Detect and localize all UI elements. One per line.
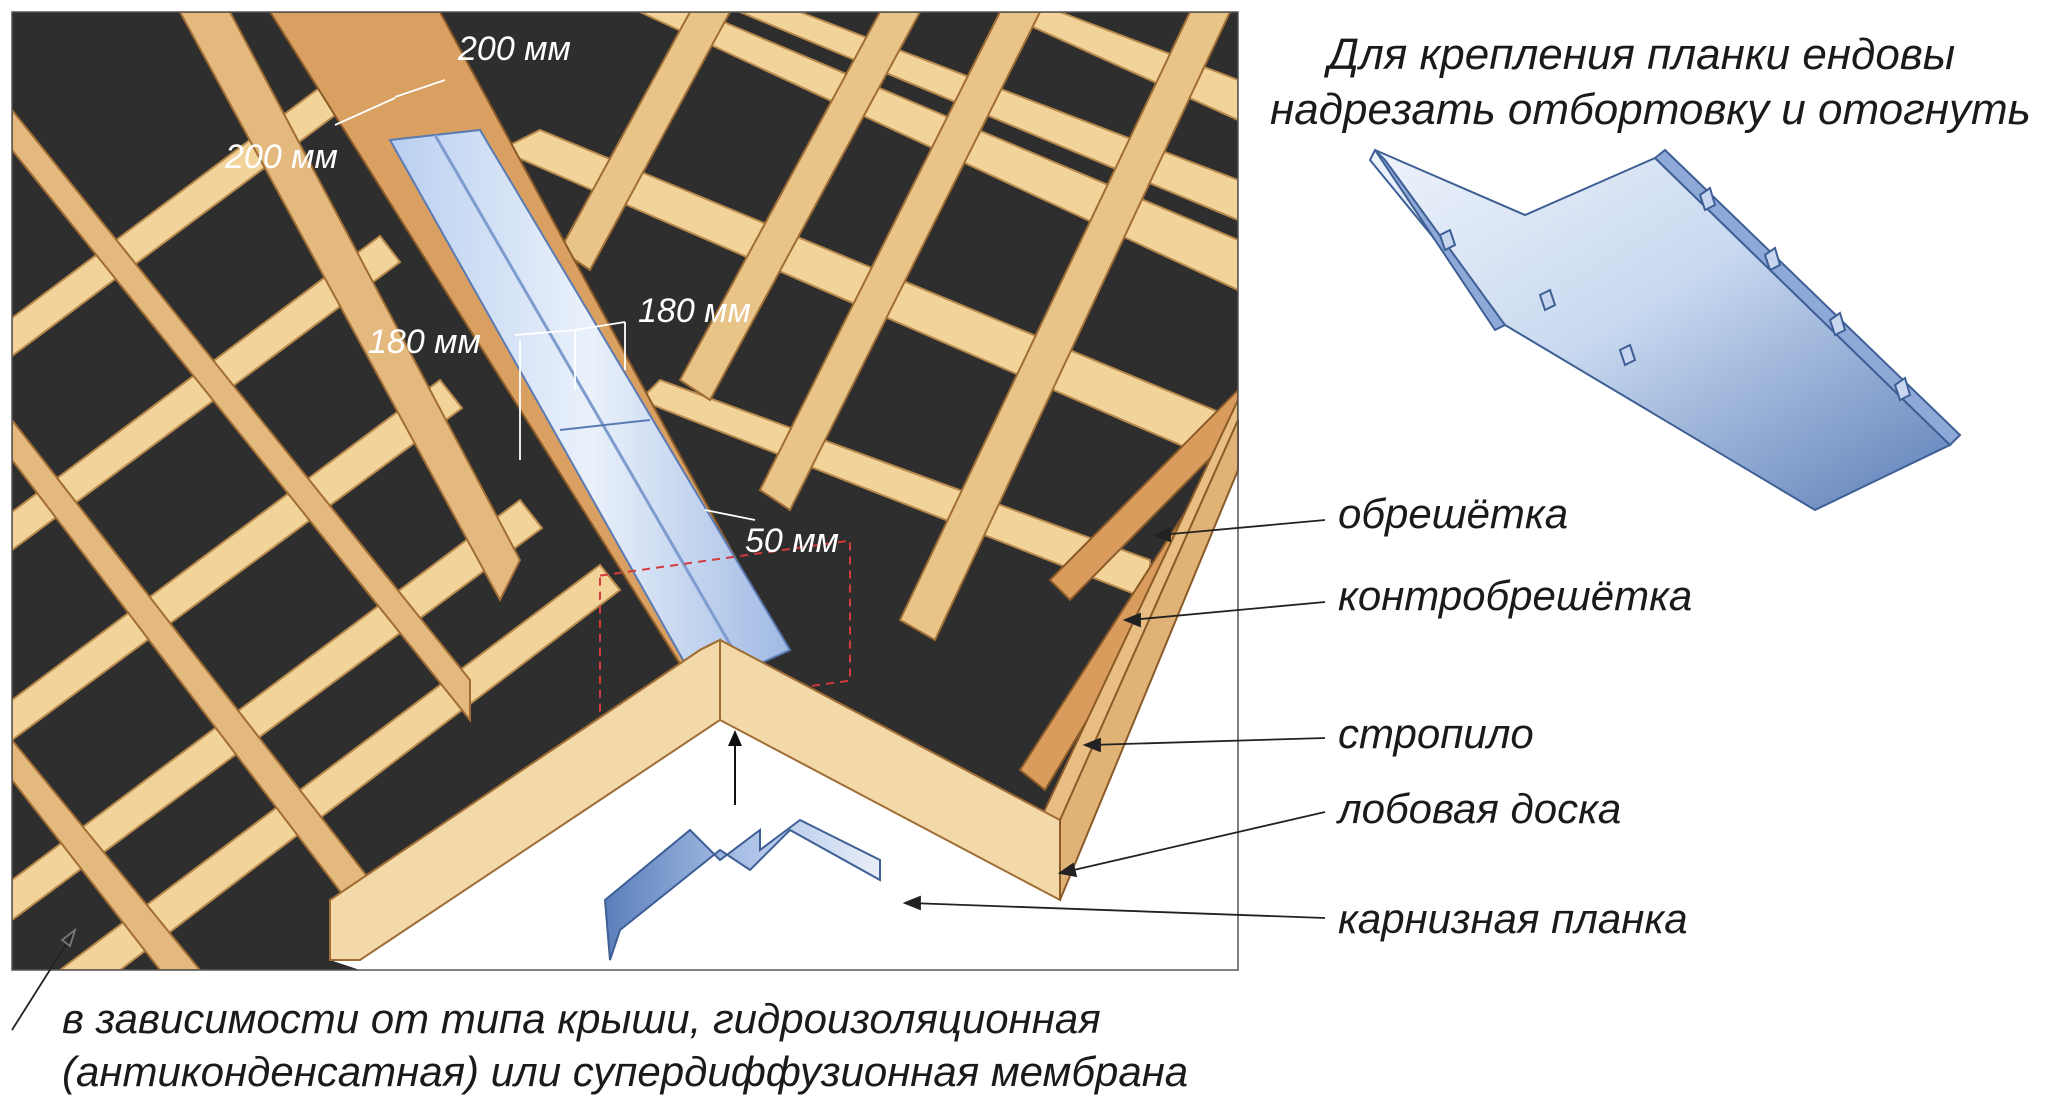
header-note-line1: Для крепления планки ендовы xyxy=(1328,30,1956,79)
membrane-note-line2: (антиконденсатная) или супердиффузионная… xyxy=(62,1048,1189,1095)
dimension-mid-left: 180 мм xyxy=(368,323,481,361)
callout-battens: обрешётка xyxy=(1338,490,1569,537)
membrane-note-line1: в зависимости от типа крыши, гидроизоляц… xyxy=(62,995,1101,1042)
valley-center-crease xyxy=(433,134,747,671)
valley-flashing xyxy=(388,128,792,692)
header-note-line2: надрезать отбортовку и отогнуть xyxy=(1270,85,2031,134)
eaves-clear-area xyxy=(330,470,1238,970)
dimension-lines xyxy=(334,79,756,521)
callout-fascia-board: лобовая доска xyxy=(1338,785,1622,832)
callout-counter-battens: контробрешётка xyxy=(1338,572,1693,619)
dimension-bottom: 50 мм xyxy=(745,522,839,560)
left-slope-counter-battens xyxy=(12,12,522,970)
callout-eaves-strip: карнизная планка xyxy=(1338,895,1688,942)
dimension-top-left: 200 мм xyxy=(225,138,338,176)
dimension-top-right: 200 мм xyxy=(458,30,571,68)
eaves-strip-icon xyxy=(603,818,881,961)
callout-leaders xyxy=(11,519,1326,1031)
dimension-mid-right: 180 мм xyxy=(638,292,751,330)
callout-rafter: стропило xyxy=(1338,710,1534,757)
valley-flashing-detail xyxy=(1368,148,1962,512)
right-slope-counter-battens xyxy=(558,12,1232,642)
